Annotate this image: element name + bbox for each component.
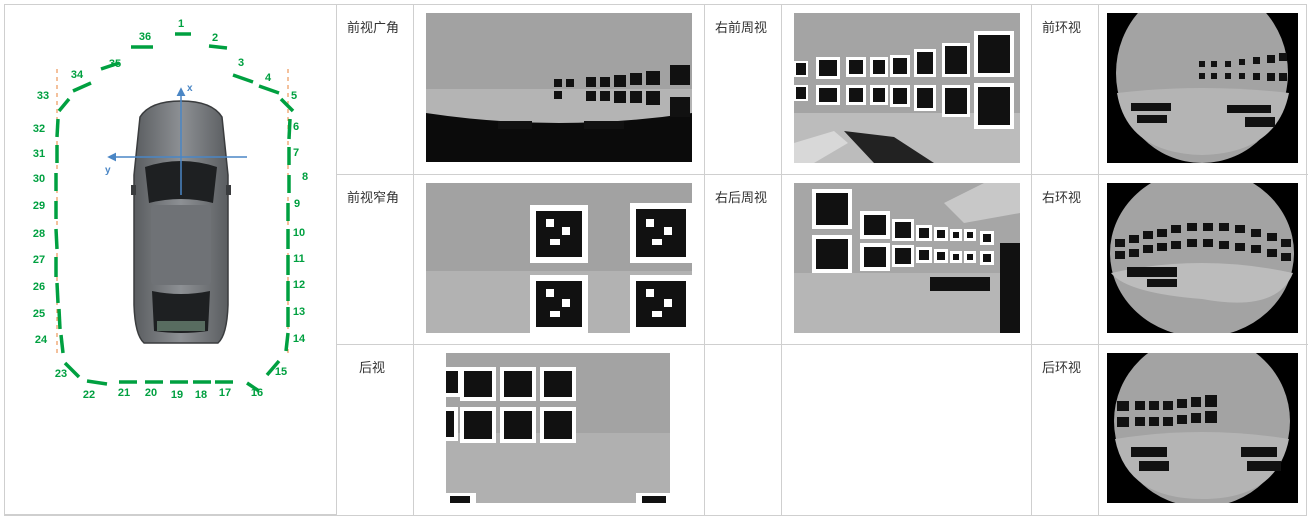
rear-label-cell: 后视 xyxy=(337,345,414,515)
calibration-markers: 1234567891011121314151617181920212223242… xyxy=(33,18,308,401)
calibration-marker-label-30: 30 xyxy=(33,173,45,185)
calibration-marker-label-3: 3 xyxy=(238,57,244,69)
right-rear-label-cell: 右后周视 xyxy=(705,175,782,345)
calibration-marker-label-28: 28 xyxy=(33,228,45,240)
calibration-marker-label-25: 25 xyxy=(33,308,45,320)
calibration-marker-5 xyxy=(279,97,295,113)
y-axis-label: y xyxy=(105,165,111,176)
vehicle-marker-diagram: x y 123456789101112131415161718192021222… xyxy=(33,18,308,401)
calibration-marker-label-34: 34 xyxy=(71,69,84,81)
calibration-marker-label-11: 11 xyxy=(293,253,305,265)
front-surround-image-cell xyxy=(1099,5,1308,175)
calibration-marker-22 xyxy=(86,379,108,386)
camera-label-rear-surround: 后环视 xyxy=(1042,361,1082,376)
camera-label-rear: 后视 xyxy=(359,361,386,376)
right-front-image-cell xyxy=(782,5,1032,175)
right-rear-camera-image xyxy=(794,183,1020,333)
rear-image-cell xyxy=(414,345,705,515)
calibration-marker-3 xyxy=(232,73,254,84)
calibration-marker-label-32: 32 xyxy=(33,123,45,135)
camera-label-right-front: 右前周视 xyxy=(715,21,768,36)
front-surround-camera-image xyxy=(1107,13,1298,163)
calibration-marker-label-9: 9 xyxy=(294,198,300,210)
calibration-marker-26 xyxy=(55,282,60,304)
right-rear-image-cell xyxy=(782,175,1032,345)
calibration-marker-28 xyxy=(54,228,59,250)
calibration-marker-label-31: 31 xyxy=(33,148,45,160)
camera-label-right-rear: 右后周视 xyxy=(715,191,768,206)
front-surround-label-cell: 前环视 xyxy=(1032,5,1099,175)
rear-camera-image xyxy=(446,353,670,503)
calibration-marker-label-2: 2 xyxy=(212,32,218,44)
calibration-marker-label-29: 29 xyxy=(33,200,45,212)
camera-label-front-wide: 前视广角 xyxy=(347,21,400,36)
calibration-marker-label-35: 35 xyxy=(109,58,121,70)
calibration-marker-label-26: 26 xyxy=(33,281,45,293)
calibration-marker-2 xyxy=(208,44,228,50)
calibration-marker-label-19: 19 xyxy=(171,389,183,401)
calibration-marker-24 xyxy=(59,334,65,354)
calibration-marker-14 xyxy=(284,332,290,352)
calibration-marker-label-5: 5 xyxy=(291,90,297,102)
calibration-marker-label-20: 20 xyxy=(145,387,157,399)
front-wide-image-cell xyxy=(414,5,705,175)
calibration-marker-label-17: 17 xyxy=(219,387,231,399)
right-surround-image-cell xyxy=(1099,175,1308,345)
front-wide-camera-image xyxy=(426,13,692,162)
calibration-marker-label-6: 6 xyxy=(293,121,299,133)
calibration-marker-label-36: 36 xyxy=(139,31,151,43)
car-top-view xyxy=(131,100,231,344)
calibration-marker-35 xyxy=(100,61,120,71)
front-narrow-label-cell: 前视窄角 xyxy=(337,175,414,345)
camera-label-front-narrow: 前视窄角 xyxy=(347,191,400,206)
empty-label-cell xyxy=(705,345,782,515)
calibration-marker-label-16: 16 xyxy=(251,387,263,399)
right-surround-label-cell: 右环视 xyxy=(1032,175,1099,345)
camera-label-right-surround: 右环视 xyxy=(1042,191,1082,206)
rear-surround-image-cell xyxy=(1099,345,1308,515)
right-front-label-cell: 右前周视 xyxy=(705,5,782,175)
x-axis-label: x xyxy=(187,83,193,94)
front-wide-label-cell: 前视广角 xyxy=(337,5,414,175)
calibration-marker-label-22: 22 xyxy=(83,389,95,401)
calibration-marker-label-7: 7 xyxy=(293,147,299,159)
calibration-marker-4 xyxy=(258,84,280,95)
calibration-marker-label-8: 8 xyxy=(302,171,308,183)
calibration-marker-label-1: 1 xyxy=(178,18,184,30)
calibration-marker-label-13: 13 xyxy=(293,306,305,318)
calibration-marker-label-24: 24 xyxy=(35,334,48,346)
calibration-marker-label-21: 21 xyxy=(118,387,130,399)
calibration-marker-label-14: 14 xyxy=(293,333,306,345)
calibration-marker-label-10: 10 xyxy=(293,227,305,239)
calibration-marker-33 xyxy=(57,97,71,113)
calibration-marker-label-12: 12 xyxy=(293,279,305,291)
empty-image-cell xyxy=(782,345,1032,515)
rear-surround-camera-image xyxy=(1107,353,1298,503)
camera-label-front-surround: 前环视 xyxy=(1042,21,1082,36)
right-surround-camera-image xyxy=(1107,183,1298,333)
calibration-marker-15 xyxy=(265,359,281,377)
calibration-marker-16 xyxy=(246,381,260,393)
calibration-marker-25 xyxy=(57,308,62,330)
calibration-marker-6 xyxy=(287,118,292,140)
calibration-marker-label-33: 33 xyxy=(37,90,49,102)
calibration-marker-34 xyxy=(72,81,92,93)
calibration-marker-23 xyxy=(63,361,81,379)
calibration-marker-label-23: 23 xyxy=(55,368,67,380)
rear-surround-label-cell: 后环视 xyxy=(1032,345,1099,515)
front-narrow-camera-image xyxy=(426,183,692,333)
calibration-marker-label-18: 18 xyxy=(195,389,207,401)
calibration-marker-label-4: 4 xyxy=(265,72,272,84)
calibration-marker-label-27: 27 xyxy=(33,254,45,266)
calibration-marker-label-15: 15 xyxy=(275,366,287,378)
right-front-camera-image xyxy=(794,13,1020,163)
front-narrow-image-cell xyxy=(414,175,705,345)
calibration-marker-32 xyxy=(55,118,60,138)
